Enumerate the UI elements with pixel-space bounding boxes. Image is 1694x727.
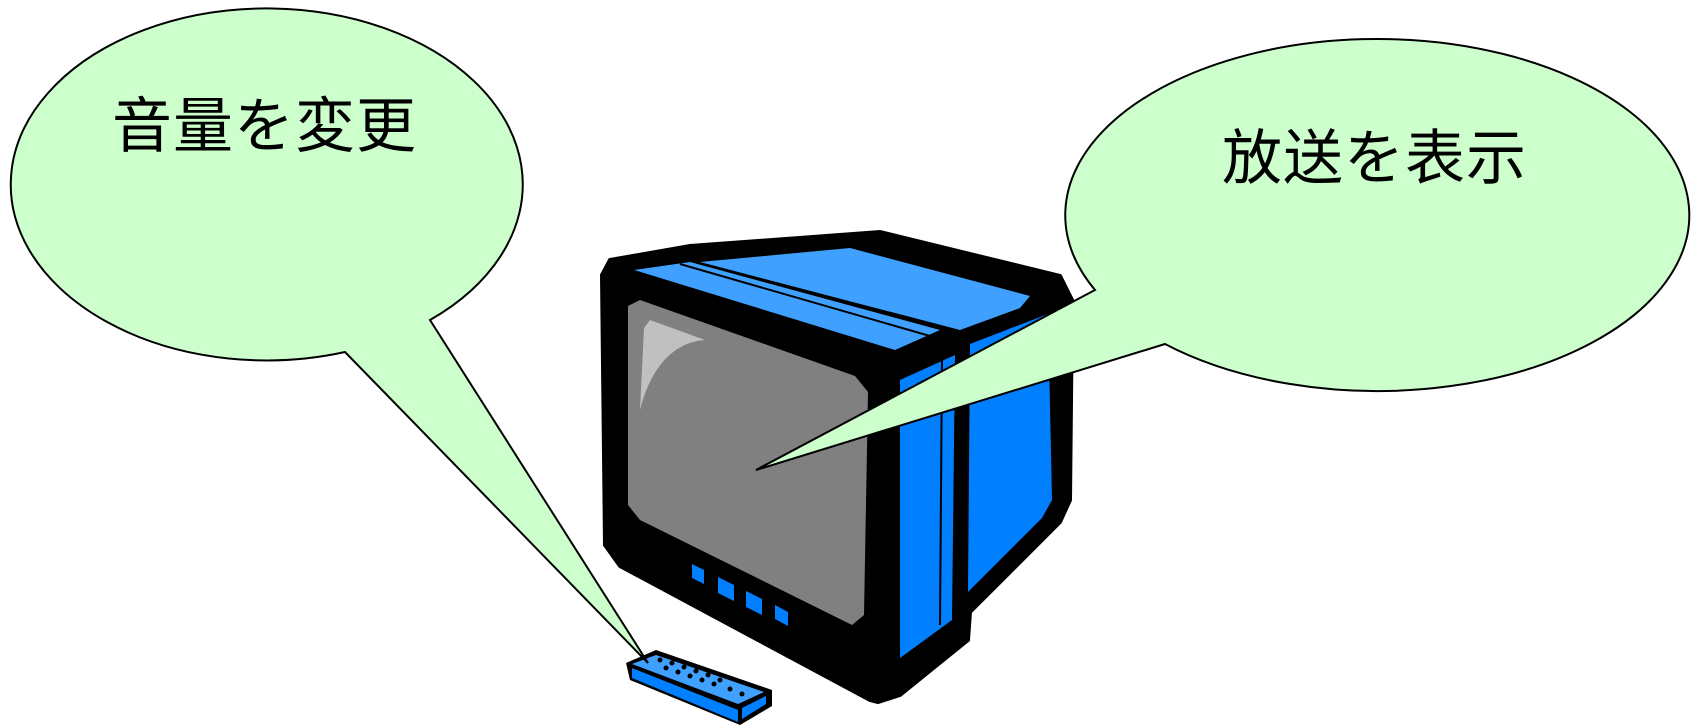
television-icon [602, 232, 1072, 702]
bubble-label-volume: 音量を変更 [112, 78, 417, 165]
bubble-label-broadcast: 放送を表示 [1222, 110, 1527, 197]
